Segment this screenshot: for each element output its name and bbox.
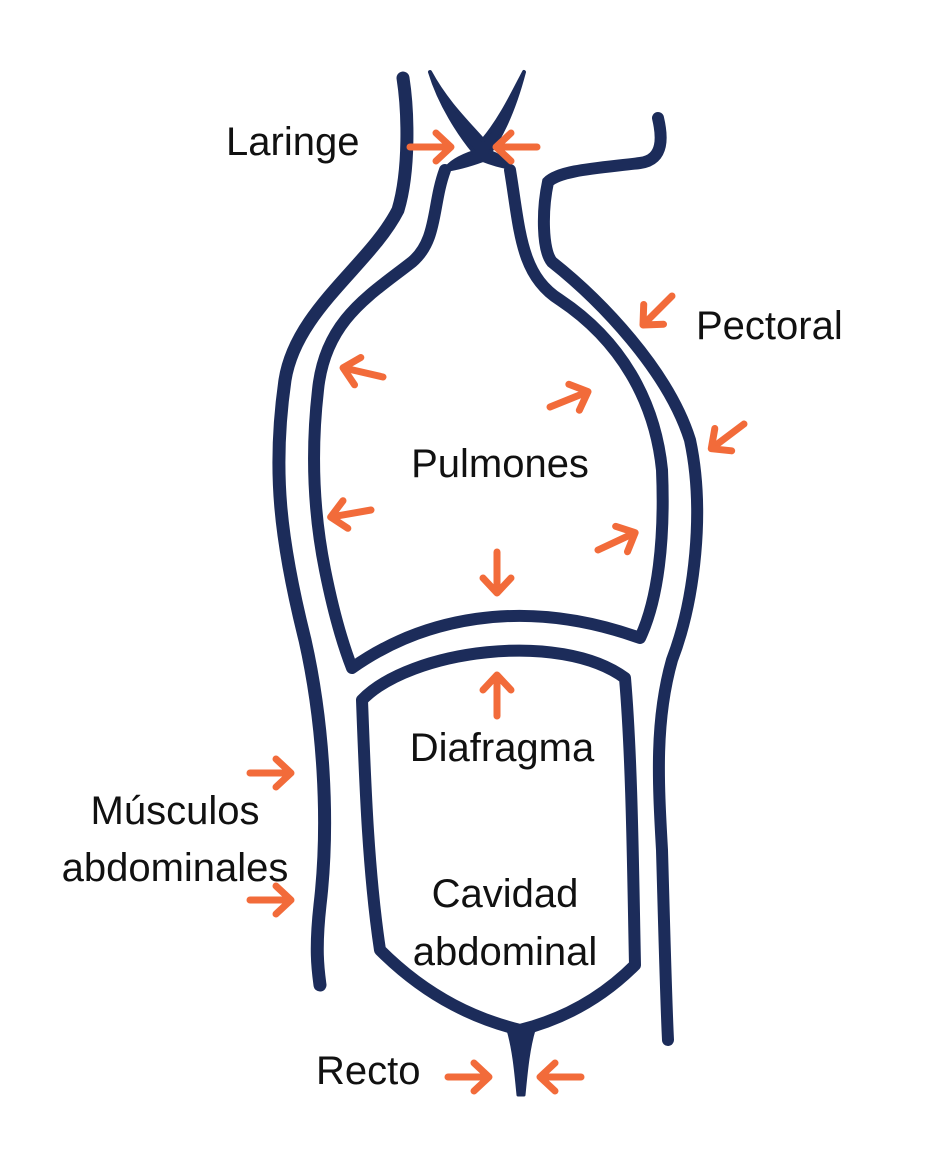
arrow-icon bbox=[340, 354, 386, 391]
outer-wall-right bbox=[537, 112, 704, 1046]
arrow-icon bbox=[250, 759, 291, 787]
arrow-icon bbox=[483, 675, 511, 716]
label-recto: Recto bbox=[316, 1049, 421, 1093]
label-diafragma: Diafragma bbox=[409, 726, 595, 770]
arrow-icon bbox=[545, 379, 594, 420]
arrow-icon bbox=[633, 286, 682, 335]
arrow-icon bbox=[483, 552, 511, 593]
arrow-icon bbox=[592, 520, 641, 563]
arrow-icon bbox=[540, 1063, 581, 1091]
label-abdominales: abdominales bbox=[61, 846, 289, 890]
arrow-icon bbox=[703, 413, 753, 460]
abdomen-outline bbox=[356, 644, 641, 1036]
arrow-icon bbox=[410, 133, 451, 161]
label-abdominal: abdominal bbox=[412, 930, 598, 974]
label-cavidad: Cavidad bbox=[431, 872, 579, 916]
arrow-icon bbox=[328, 496, 373, 531]
rectum bbox=[506, 1028, 536, 1097]
lungs-outline bbox=[308, 164, 669, 674]
label-pectoral: Pectoral bbox=[696, 304, 843, 348]
label-pulmones: Pulmones bbox=[411, 442, 589, 486]
label-laringe: Laringe bbox=[226, 120, 360, 164]
outer-wall-left bbox=[272, 71, 414, 992]
label-musculos: Músculos bbox=[90, 789, 260, 833]
arrow-icon bbox=[448, 1063, 489, 1091]
arrow-icon bbox=[496, 133, 537, 161]
